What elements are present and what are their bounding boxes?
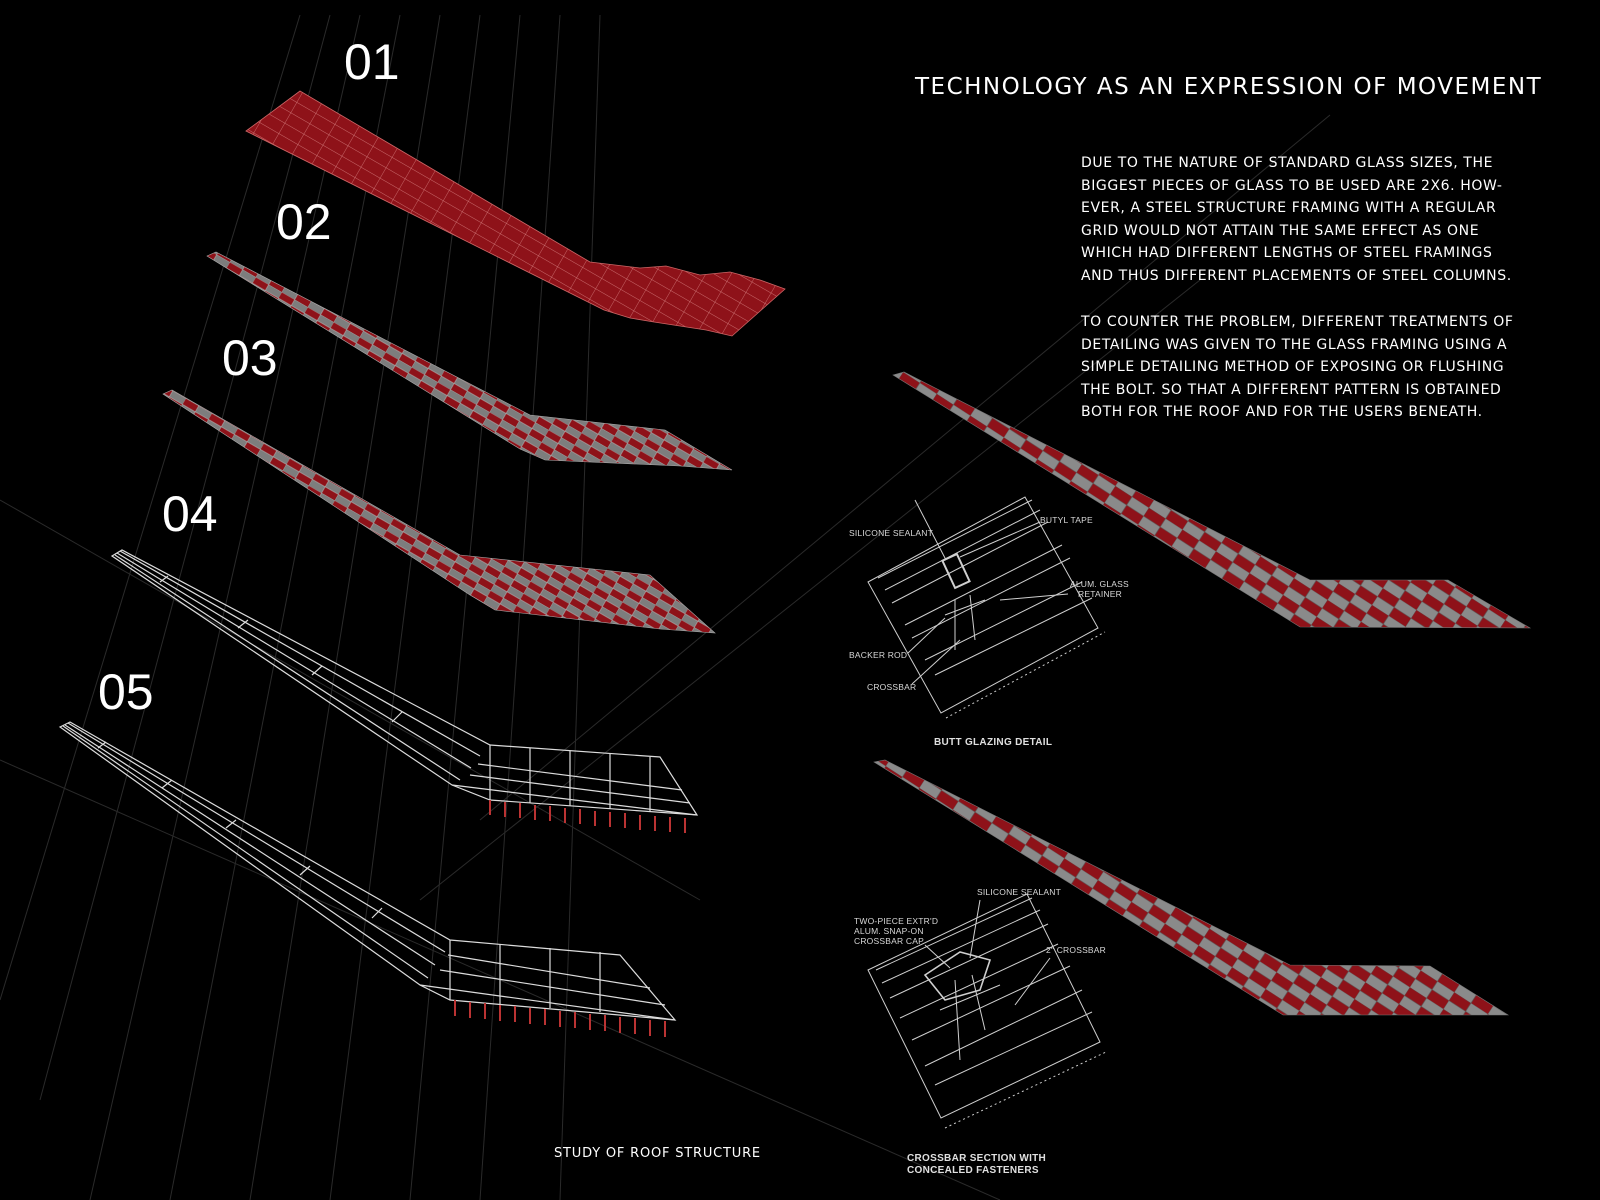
label-alum-glass: ALUM. GLASS bbox=[1070, 579, 1129, 589]
description-paragraph-1: DUE TO THE NATURE OF STANDARD GLASS SIZE… bbox=[1081, 155, 1512, 284]
roof-layer-03 bbox=[162, 389, 716, 634]
roof-layer-04 bbox=[110, 549, 699, 833]
crossbar-detail-title-line-1: CROSSBAR SECTION WITH bbox=[907, 1153, 1047, 1164]
label-crossbar: CROSSBAR bbox=[867, 682, 917, 692]
crossbar-detail-title-line-2: CONCEALED FASTENERS bbox=[907, 1165, 1039, 1176]
layer-number-04: 04 bbox=[162, 486, 218, 542]
label-butyl-tape: BUTYL TAPE bbox=[1040, 515, 1093, 525]
butt-glazing-detail-title: BUTT GLAZING DETAIL bbox=[934, 737, 1053, 748]
roof-layer-02 bbox=[206, 251, 733, 471]
crossbar-section-detail-drawing bbox=[867, 893, 1107, 1129]
description-paragraph-2: TO COUNTER THE PROBLEM, DIFFERENT TREATM… bbox=[1081, 314, 1514, 420]
label-2in-crossbar: 2" CROSSBAR bbox=[1046, 945, 1107, 955]
layer-number-03: 03 bbox=[222, 330, 278, 386]
roof-pattern-exposed-bolt bbox=[892, 371, 1532, 629]
label-cap-line-3: CROSSBAR CAP bbox=[854, 936, 924, 946]
label-silicone-sealant-2: SILICONE SEALANT bbox=[977, 887, 1061, 897]
roof-layer-01 bbox=[245, 90, 786, 337]
butt-glazing-detail-drawing bbox=[867, 496, 1106, 719]
layer-number-05: 05 bbox=[98, 664, 154, 720]
layer-number-01: 01 bbox=[344, 34, 400, 90]
label-backer-rod: BACKER ROD bbox=[849, 650, 908, 660]
page-title: TECHNOLOGY AS AN EXPRESSION OF MOVEMENT bbox=[915, 74, 1543, 100]
label-retainer: RETAINER bbox=[1078, 589, 1122, 599]
roof-pattern-flush-bolt bbox=[873, 759, 1510, 1016]
roof-layer-05 bbox=[58, 721, 677, 1037]
label-cap-line-2: ALUM. SNAP-ON bbox=[854, 926, 924, 936]
layer-number-02: 02 bbox=[276, 194, 332, 250]
label-silicone-sealant: SILICONE SEALANT bbox=[849, 528, 933, 538]
study-caption: STUDY OF ROOF STRUCTURE bbox=[554, 1146, 761, 1161]
label-cap-line-1: TWO-PIECE EXTR'D bbox=[854, 916, 939, 926]
